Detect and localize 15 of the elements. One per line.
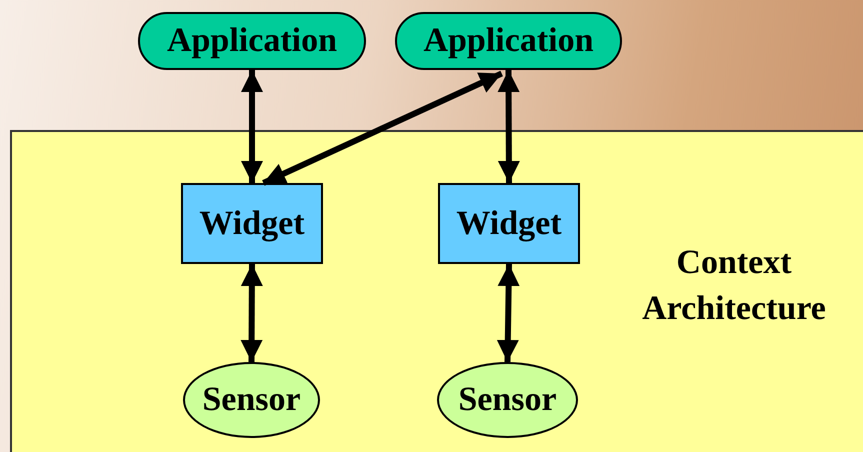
node-label: Widget	[456, 204, 562, 242]
node-label: Application	[166, 22, 338, 60]
node-label: Widget	[199, 204, 305, 242]
double-arrow	[496, 264, 520, 362]
double-arrow	[240, 264, 263, 362]
panel-title: Context Architecture	[641, 243, 827, 329]
widget-box	[438, 183, 580, 264]
double-arrow	[498, 70, 520, 184]
double-arrow	[262, 70, 503, 186]
context-panel	[10, 130, 863, 452]
node-label: Sensor	[458, 381, 557, 419]
double-arrow	[241, 70, 263, 183]
node-label: Application	[423, 22, 594, 60]
node-label: Sensor	[202, 381, 301, 419]
widget-box	[181, 183, 323, 264]
